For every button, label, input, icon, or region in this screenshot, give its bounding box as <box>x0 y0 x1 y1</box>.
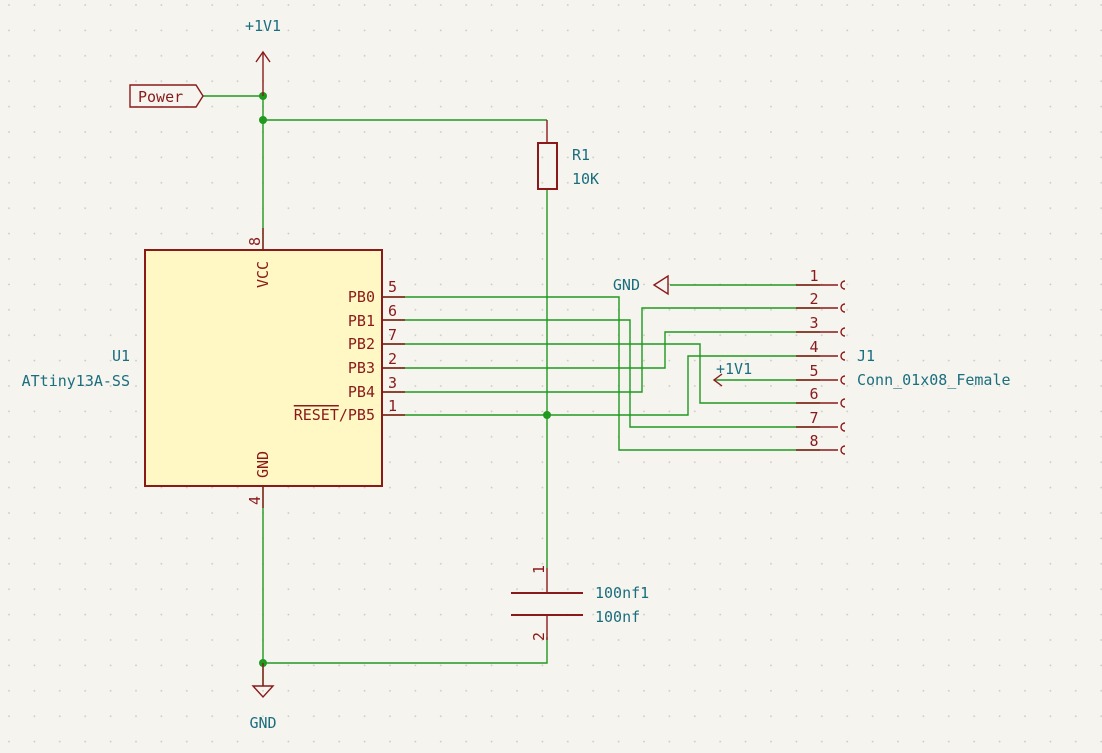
u1-vcc-name: VCC <box>254 261 272 288</box>
wire-pb3 <box>382 331 820 369</box>
j1-pin-1[interactable]: 1 <box>796 267 846 290</box>
pin-number: 6 <box>809 385 818 403</box>
pin-name: PB2 <box>348 335 375 353</box>
gnd-symbol-connector[interactable]: GND <box>613 274 669 296</box>
power-symbol-top[interactable]: +1V1 <box>245 17 281 96</box>
j1-pin-4[interactable]: 4 <box>796 338 846 361</box>
wires <box>203 95 820 686</box>
u1-value: ATtiny13A-SS <box>22 372 130 390</box>
pin-name: PB4 <box>348 383 375 401</box>
pin-number: 1 <box>388 397 397 415</box>
wire-pb5 <box>382 355 820 416</box>
socket-icon <box>840 351 846 361</box>
j1-ref: J1 <box>857 347 875 365</box>
power-arrow-icon <box>255 50 271 63</box>
u1-component[interactable]: U1 ATtiny13A-SS VCC 8 GND 4 PB0 5 PB1 6 … <box>22 228 405 508</box>
pin-name: PB3 <box>348 359 375 377</box>
j1-pin-6[interactable]: 6 <box>796 385 846 408</box>
r1-ref: R1 <box>572 146 590 164</box>
j1-pin-8[interactable]: 8 <box>796 432 846 455</box>
pin-number: 6 <box>388 302 397 320</box>
power-top-label: +1V1 <box>245 17 281 35</box>
gnd-bottom-label: GND <box>249 714 276 732</box>
socket-icon <box>840 303 846 313</box>
pin-number: 7 <box>809 409 818 427</box>
pin-number: 3 <box>388 374 397 392</box>
socket-icon <box>840 445 846 455</box>
socket-icon <box>840 327 846 337</box>
pin-number: 1 <box>809 267 818 285</box>
u1-gnd-name: GND <box>254 451 272 478</box>
u1-vcc-pin: 8 <box>246 237 264 246</box>
u1-pin-pb2[interactable]: PB2 7 <box>348 326 405 353</box>
vcc-connector-label: +1V1 <box>716 360 752 378</box>
pin-name: PB0 <box>348 288 375 306</box>
socket-icon <box>840 422 846 432</box>
resistor-body <box>537 142 558 190</box>
j1-pin-2[interactable]: 2 <box>796 290 846 313</box>
power-net-label[interactable]: Power <box>129 84 204 108</box>
reset-overbar-text: RESET <box>294 406 339 424</box>
wire-pb0 <box>382 296 820 451</box>
wire-pb2 <box>382 343 820 404</box>
j1-pin-7[interactable]: 7 <box>796 409 846 432</box>
c1-ref: 100nf1 <box>595 584 649 602</box>
j1-pin-3[interactable]: 3 <box>796 314 846 337</box>
pin-number: 2 <box>809 290 818 308</box>
junctions <box>259 92 551 667</box>
vcc-symbol-connector[interactable]: +1V1 <box>712 360 752 387</box>
u1-pin-pb0[interactable]: PB0 5 <box>348 278 405 306</box>
u1-gnd-pin: 4 <box>246 496 264 505</box>
pin-number: 5 <box>809 362 818 380</box>
pin-number: 5 <box>388 278 397 296</box>
pin-number: 4 <box>809 338 818 356</box>
pin-number: 3 <box>809 314 818 332</box>
power-label-text: Power <box>138 88 183 106</box>
j1-component[interactable]: J1 Conn_01x08_Female 1 2 3 4 5 <box>796 267 1011 455</box>
pin-number: 8 <box>809 432 818 450</box>
gnd-connector-label: GND <box>613 276 640 294</box>
c1-value: 100nf <box>595 608 640 626</box>
pin-name: RESET/PB5 <box>294 406 375 424</box>
ground-icon <box>652 274 669 296</box>
pin-name: PB1 <box>348 312 375 330</box>
u1-pin-pb4[interactable]: PB4 3 <box>348 374 405 401</box>
wire-cap-to-gnd <box>263 637 548 664</box>
socket-icon <box>840 280 846 290</box>
power-arrow-icon <box>712 373 723 387</box>
pin-number: 7 <box>388 326 397 344</box>
socket-icon <box>840 398 846 408</box>
ground-icon <box>251 685 275 699</box>
j1-pin-5[interactable]: 5 <box>796 362 846 385</box>
c1-pin1: 1 <box>530 565 548 574</box>
wire-pb1 <box>382 319 820 428</box>
socket-icon <box>840 375 846 385</box>
u1-pin-pb5[interactable]: RESET/PB5 1 <box>294 397 405 424</box>
pin-number: 2 <box>388 350 397 368</box>
u1-pin-pb1[interactable]: PB1 6 <box>348 302 405 330</box>
j1-value: Conn_01x08_Female <box>857 371 1011 389</box>
junction-dot <box>543 411 551 419</box>
pin-name-pb5: PB5 <box>348 406 375 424</box>
power-label-shape <box>129 84 204 108</box>
u1-ref: U1 <box>112 347 130 365</box>
c1-pin2: 2 <box>530 632 548 641</box>
u1-pin-pb3[interactable]: PB3 2 <box>348 350 405 377</box>
junction-dot <box>259 116 267 124</box>
wire-pb4 <box>382 307 820 393</box>
gnd-symbol-bottom[interactable]: GND <box>249 663 277 732</box>
c1-component[interactable]: 1 2 100nf1 100nf <box>511 565 649 641</box>
r1-value: 10K <box>572 170 599 188</box>
r1-component[interactable]: R1 10K <box>537 120 599 190</box>
